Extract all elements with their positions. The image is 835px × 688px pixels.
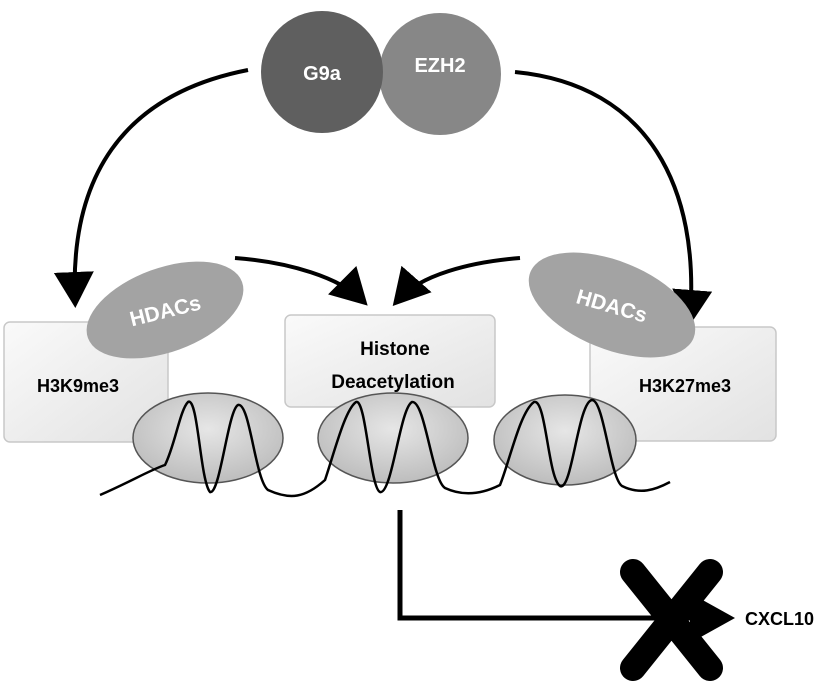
nucleosome-center: [317, 392, 469, 484]
cxcl10-label: CXCL10: [745, 609, 814, 629]
ezh2-label: EZH2: [414, 55, 465, 77]
ezh2-node: [379, 13, 501, 135]
arrow-ezh2-to-h3k27me3: [514, 70, 713, 326]
h3k27me3-label: H3K27me3: [639, 376, 731, 396]
histone-label: Histone: [360, 339, 430, 360]
hdacs-left-node: [86, 261, 244, 359]
repression-arrow: [397, 510, 735, 643]
arrow-left-hdacs-to-deacetylation: [234, 256, 368, 306]
arrow-g9a-to-h3k9me3: [53, 68, 249, 308]
arrow-right-hdacs-to-deacetylation: [392, 256, 521, 307]
block-x-icon: [620, 559, 723, 681]
h3k9me3-label: H3K9me3: [37, 376, 119, 396]
deacetylation-label: Deacetylation: [331, 372, 455, 393]
dna-strand: [99, 398, 671, 498]
hdacs-right-node: [528, 252, 696, 358]
g9a-label: G9a: [303, 63, 342, 85]
g9a-node: [261, 11, 383, 133]
